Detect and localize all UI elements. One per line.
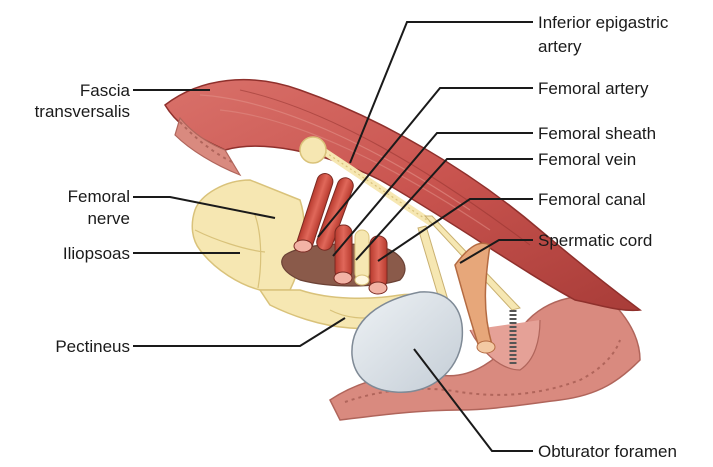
- label-femoral-artery: Femoral artery: [538, 79, 649, 98]
- label-inferior-epigastric-line1: Inferior epigastric: [538, 13, 669, 32]
- label-femoral-canal: Femoral canal: [538, 190, 646, 209]
- label-fascia-line2: transversalis: [35, 102, 130, 121]
- label-femoral-vein: Femoral vein: [538, 150, 636, 169]
- iliopsoas-block: [192, 180, 304, 290]
- label-femoral-sheath: Femoral sheath: [538, 124, 656, 143]
- label-obturator-foramen: Obturator foramen: [538, 442, 677, 461]
- label-spermatic-cord: Spermatic cord: [538, 231, 652, 250]
- label-inferior-epigastric-line2: artery: [538, 37, 582, 56]
- label-fascia-line1: Fascia: [80, 81, 131, 100]
- label-iliopsoas: Iliopsoas: [63, 244, 130, 263]
- label-femoral-nerve-line2: nerve: [87, 209, 130, 228]
- label-femoral-nerve-line1: Femoral: [68, 187, 130, 206]
- label-pectineus: Pectineus: [55, 337, 130, 356]
